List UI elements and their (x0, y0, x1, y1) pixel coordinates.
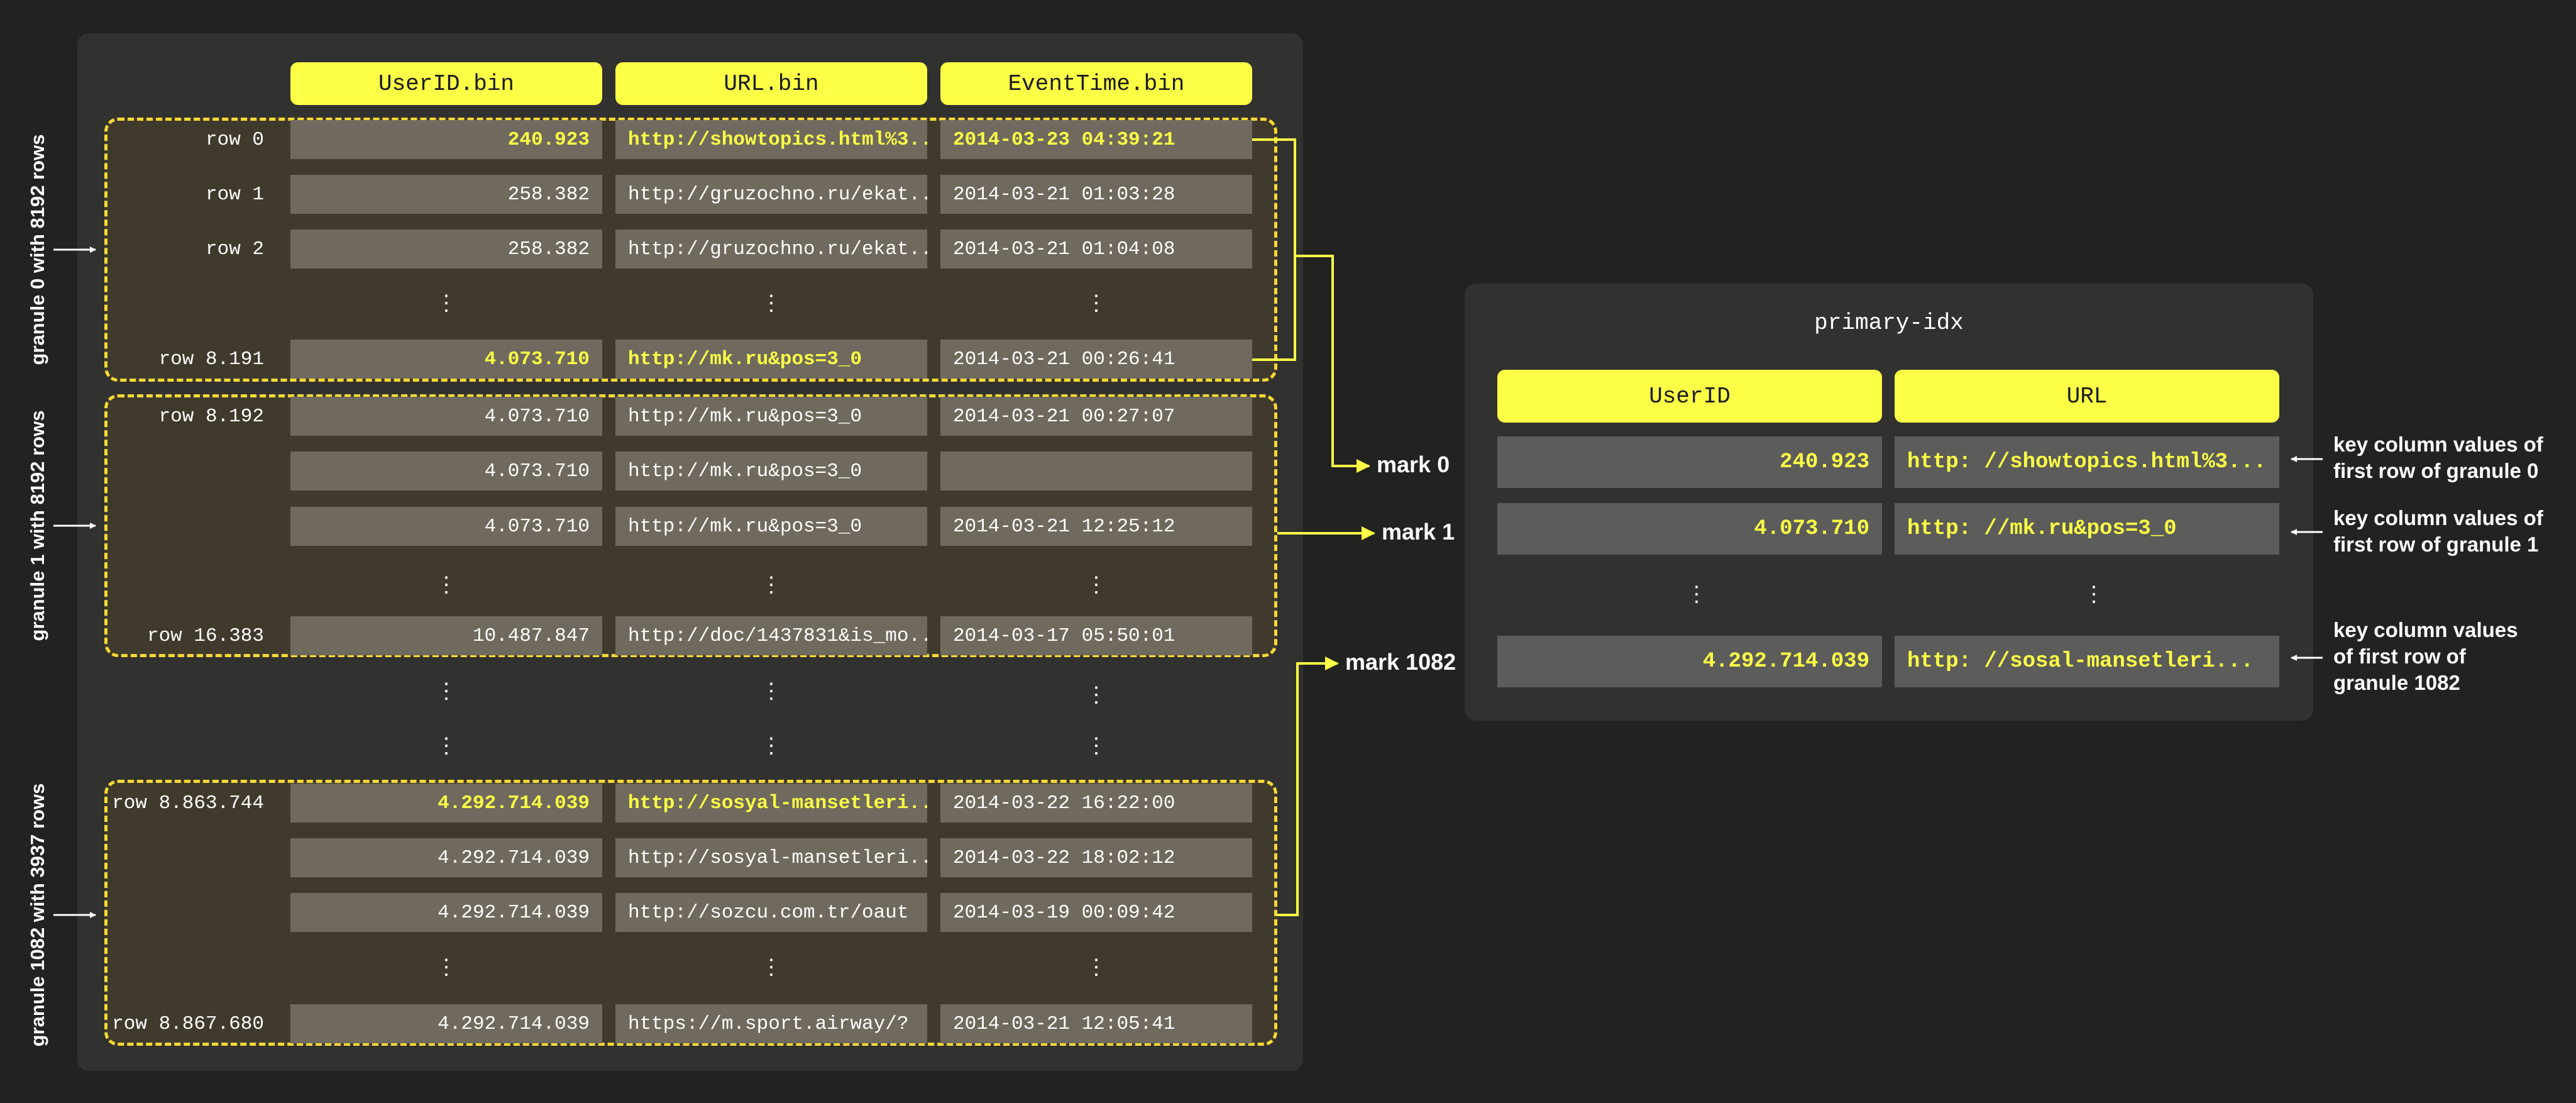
ellipsis-gap: ⋮ (1086, 736, 1107, 760)
cell-url: http://mk.ru&pos=3_0 (615, 397, 927, 436)
row-label: row 8.192 (158, 405, 264, 428)
column-header-eventtime: EventTime.bin (940, 62, 1252, 105)
note-line: key column values (2333, 618, 2518, 641)
cell-eventtime: 2014-03-21 01:03:28 (940, 175, 1252, 214)
note-line: key column values of (2333, 433, 2543, 456)
cell-userid: 4.073.710 (290, 340, 602, 379)
row-label: row 0 (205, 128, 264, 151)
cell-url: https://m.sport.airway/? (615, 1004, 927, 1043)
row-label: row 8.863.744 (112, 792, 264, 814)
mark-1082-connector (1277, 657, 1339, 916)
cell-url: http://showtopics.html%3... (615, 120, 927, 159)
index-cell-userid: 4.073.710 (1497, 503, 1882, 555)
cell-userid: 4.292.714.039 (290, 784, 602, 823)
cell-url: http://sosyal-mansetleri... (615, 784, 927, 823)
ellipsis-userid: ⋮ (436, 575, 457, 599)
cell-url: http://doc/1437831&is_mo... (615, 616, 927, 655)
ellipsis-url: ⋮ (761, 575, 782, 599)
cell-eventtime: 2014-03-21 12:25:12 (940, 507, 1252, 546)
cell-userid: 4.292.714.039 (290, 838, 602, 877)
ellipsis-gap: ⋮ (436, 681, 457, 705)
note-line: first row of granule 0 (2333, 459, 2539, 482)
note-line: granule 1082 (2333, 671, 2460, 694)
cell-url: http://sozcu.com.tr/oaut (615, 893, 927, 932)
index-note-granule-1082: key column values of first row of granul… (2333, 617, 2572, 696)
cell-eventtime: 2014-03-21 00:26:41 (940, 340, 1252, 379)
cell-eventtime: 2014-03-22 18:02:12 (940, 838, 1252, 877)
mark-0-connector (1252, 138, 1369, 466)
index-ellipsis-userid: ⋮ (1686, 584, 1707, 608)
note-line: first row of granule 1 (2333, 533, 2539, 556)
ellipsis-eventtime: ⋮ (1086, 575, 1107, 599)
cell-userid: 10.487.847 (290, 616, 602, 655)
ellipsis-userid: ⋮ (436, 293, 457, 317)
index-cell-url: http: //showtopics.html%3... (1895, 436, 2279, 488)
cell-eventtime: 2014-03-17 05:50:01 (940, 616, 1252, 655)
row-label: row 2 (205, 238, 264, 260)
index-header-url: URL (1895, 370, 2279, 423)
ellipsis-gap: ⋮ (761, 681, 782, 705)
index-cell-url: http: //mk.ru&pos=3_0 (1895, 503, 2279, 555)
cell-url: http://gruzochno.ru/ekat... (615, 230, 927, 269)
mark-1-label: mark 1 (1382, 519, 1455, 545)
mark-0-label: mark 0 (1377, 452, 1450, 477)
cell-eventtime: 2014-03-21 01:04:08 (940, 230, 1252, 269)
index-note-granule-0: key column values of first row of granul… (2333, 431, 2572, 484)
index-cell-userid: 240.923 (1497, 436, 1882, 488)
cell-userid: 4.292.714.039 (290, 1004, 602, 1043)
cell-url: http://gruzochno.ru/ekat... (615, 175, 927, 214)
ellipsis-gap: ⋮ (1086, 685, 1107, 709)
ellipsis-gap: ⋮ (761, 736, 782, 760)
column-header-userid: UserID.bin (290, 62, 602, 105)
cell-eventtime: 2014-03-19 00:09:42 (940, 893, 1252, 932)
cell-eventtime: 2014-03-21 12:05:41 (940, 1004, 1252, 1043)
index-ellipsis-url: ⋮ (2083, 584, 2105, 608)
cell-userid: 4.073.710 (290, 397, 602, 436)
cell-userid: 4.292.714.039 (290, 893, 602, 932)
index-header-userid: UserID (1497, 370, 1882, 423)
index-cell-userid: 4.292.714.039 (1497, 636, 1882, 687)
mark-1082-label: mark 1082 (1345, 649, 1456, 675)
row-label: row 8.867.680 (112, 1012, 264, 1035)
cell-userid: 258.382 (290, 175, 602, 214)
cell-userid: 4.073.710 (290, 507, 602, 546)
cell-url: http://mk.ru&pos=3_0 (615, 340, 927, 379)
ellipsis-url: ⋮ (761, 293, 782, 317)
cell-eventtime (940, 452, 1252, 491)
note-line: of first row of (2333, 645, 2466, 668)
row-label: row 16.383 (146, 624, 264, 647)
ellipsis-url: ⋮ (761, 957, 782, 981)
cell-url: http://mk.ru&pos=3_0 (615, 452, 927, 491)
row-label: row 1 (205, 183, 264, 206)
ellipsis-userid: ⋮ (436, 957, 457, 981)
column-header-url: URL.bin (615, 62, 927, 105)
cell-eventtime: 2014-03-23 04:39:21 (940, 120, 1252, 159)
note-line: key column values of (2333, 506, 2543, 529)
index-cell-url: http: //sosal-mansetleri... (1895, 636, 2279, 687)
ellipsis-gap: ⋮ (436, 736, 457, 760)
cell-eventtime: 2014-03-22 16:22:00 (940, 784, 1252, 823)
ellipsis-eventtime: ⋮ (1086, 293, 1107, 317)
cell-userid: 4.073.710 (290, 452, 602, 491)
cell-url: http://sosyal-mansetleri... (615, 838, 927, 877)
cell-url: http://mk.ru&pos=3_0 (615, 507, 927, 546)
cell-userid: 258.382 (290, 230, 602, 269)
cell-userid: 240.923 (290, 120, 602, 159)
primary-index-title: primary-idx (1814, 310, 1964, 336)
row-label: row 8.191 (158, 348, 264, 370)
cell-eventtime: 2014-03-21 00:27:07 (940, 397, 1252, 436)
ellipsis-eventtime: ⋮ (1086, 957, 1107, 981)
index-note-granule-1: key column values of first row of granul… (2333, 505, 2572, 558)
